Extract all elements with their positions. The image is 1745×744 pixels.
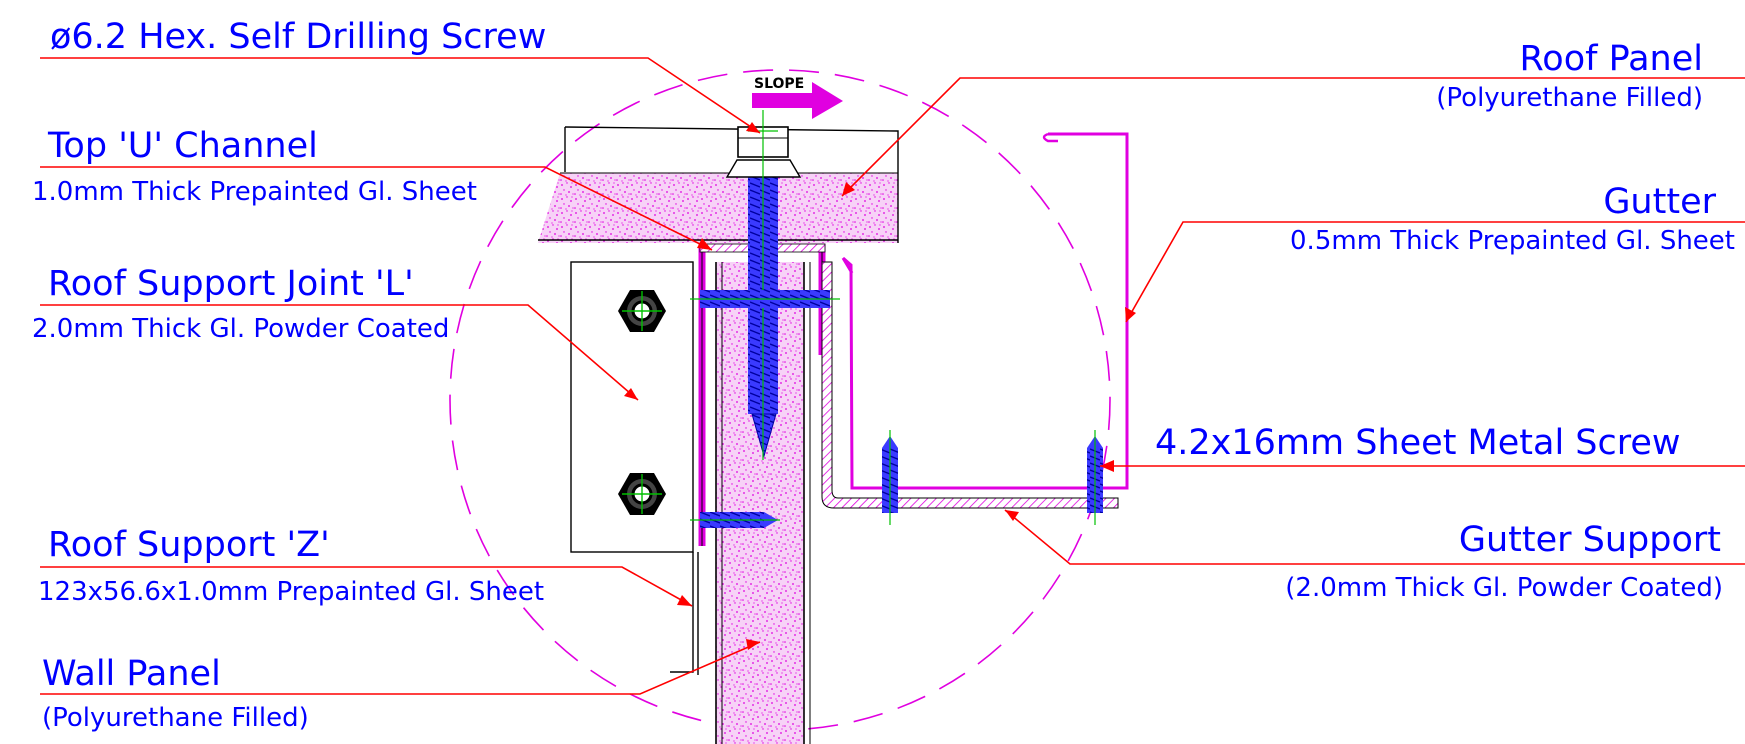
label-sheet-screw: 4.2x16mm Sheet Metal Screw [1100,423,1745,467]
slope-label: SLOPE [754,76,804,92]
label-sub: (Polyurethane Filled) [1436,83,1703,113]
horizontal-screw [690,290,840,308]
horizontal-screw [690,512,780,528]
label-roof-panel: Roof Panel (Polyurethane Filled) [841,39,1745,197]
bolt-icon [618,473,666,515]
label-sub: (Polyurethane Filled) [42,703,309,733]
slope-indicator: SLOPE [752,76,843,119]
label-u-channel: Top 'U' Channel 1.0mm Thick Prepainted G… [32,126,713,251]
gutter [841,132,1129,490]
label-main: 4.2x16mm Sheet Metal Screw [1155,423,1681,463]
label-sub: 123x56.6x1.0mm Prepainted Gl. Sheet [38,577,544,607]
label-gutter-support: Gutter Support (2.0mm Thick Gl. Powder C… [1004,509,1745,603]
roof-panel [538,126,899,243]
roof-support-joint-l [570,261,694,553]
label-main: Roof Support 'Z' [48,525,330,565]
sheet-metal-screw [882,430,898,525]
label-support-l: Roof Support Joint 'L' 2.0mm Thick Gl. P… [32,264,639,401]
roof-support-z [670,552,699,675]
gutter-support [821,261,1119,509]
sheet-metal-screw [1087,430,1103,525]
label-sub: 2.0mm Thick Gl. Powder Coated [32,314,449,344]
label-sub: 0.5mm Thick Prepainted Gl. Sheet [1290,226,1735,256]
label-support-z: Roof Support 'Z' 123x56.6x1.0mm Prepaint… [38,525,693,607]
label-main: Wall Panel [42,654,221,694]
bolt-icon [618,290,666,332]
label-gutter: Gutter 0.5mm Thick Prepainted Gl. Sheet [1125,182,1745,323]
label-main: Gutter [1603,182,1716,222]
label-main: Roof Panel [1520,39,1703,79]
label-screw: ø6.2 Hex. Self Drilling Screw [40,17,761,134]
label-main: Gutter Support [1459,520,1721,560]
label-main: Roof Support Joint 'L' [48,264,414,304]
label-sub: 1.0mm Thick Prepainted Gl. Sheet [32,177,477,207]
label-main: Top 'U' Channel [47,126,318,166]
label-main: ø6.2 Hex. Self Drilling Screw [50,17,546,57]
leader-arrowheads [624,122,1136,650]
label-sub: (2.0mm Thick Gl. Powder Coated) [1285,573,1723,603]
label-wall-panel: Wall Panel (Polyurethane Filled) [40,641,761,733]
